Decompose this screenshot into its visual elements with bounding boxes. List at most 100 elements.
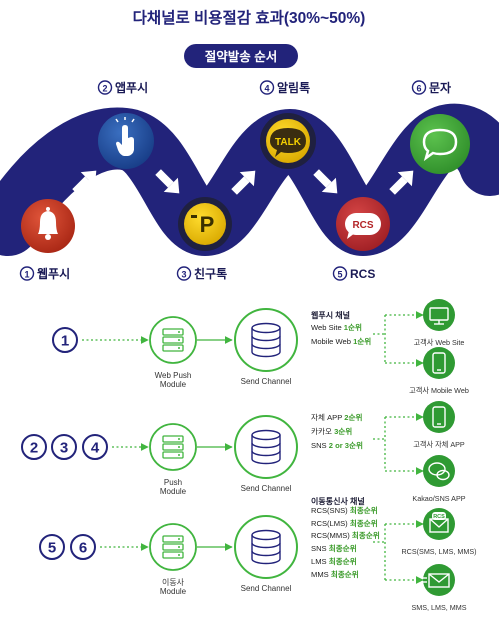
target-label: RCS(SMS, LMS, MMS): [401, 547, 476, 556]
step-4-circle: TALK: [260, 113, 316, 169]
channel-line: 자체 APP 2순위: [311, 412, 362, 422]
channel-line: RCS(SNS) 최종순위: [311, 505, 378, 515]
step-5-circle: RCS: [336, 197, 390, 251]
step-number-ring: [332, 266, 348, 281]
step-badge-number: 4: [91, 440, 100, 457]
envelope-icon: [421, 573, 450, 588]
step-label-1: 1 웹푸시: [19, 266, 70, 281]
channel-rank: 최종순위: [350, 505, 378, 515]
rcs-mini-text: RCS: [433, 514, 445, 520]
step-name: 웹푸시: [37, 266, 70, 281]
channel-line: 카카오 3순위: [311, 426, 352, 436]
channel-line: LMS 최종순위: [311, 556, 357, 566]
rcs-badge-text: RCS: [352, 220, 373, 231]
step-6-circle: [410, 114, 470, 174]
step-badge-number: 2: [30, 440, 38, 457]
channel-name: 자체 APP: [311, 412, 344, 422]
step-name: 앱푸시: [115, 81, 148, 95]
channel-line: MMS 최종순위: [311, 569, 359, 579]
step-badge: 1: [52, 327, 78, 353]
step-number: 3: [181, 270, 186, 280]
send-channel-node: Send Channel: [234, 415, 298, 493]
subtitle-pill: 절약발송 순서: [184, 44, 298, 68]
step-badge: 5: [39, 534, 65, 560]
channel-name: SNS: [311, 544, 329, 553]
step-1-circle: [21, 199, 75, 253]
channel-line: SNS 최종순위: [311, 543, 357, 553]
channel-rank: 2순위: [344, 412, 362, 422]
channel-rank: 3순위: [334, 426, 352, 436]
step-badge: 2: [21, 434, 47, 460]
step-name: 알림톡: [277, 80, 310, 95]
channel-line: Mobile Web 1순위: [311, 336, 371, 346]
step-badge: 6: [70, 534, 96, 560]
talk-bubble-icon: TALK: [270, 128, 306, 157]
target-label: Kakao/SNS APP: [412, 494, 465, 503]
step-number: 1: [24, 270, 29, 280]
rcs-envelope-icon: RCS: [429, 512, 449, 533]
database-icon: [251, 529, 281, 565]
step-badge: 4: [82, 434, 108, 460]
target-label: SMS, LMS, MMS: [411, 603, 466, 612]
friend-talk-icon: P: [191, 212, 214, 237]
channel-rank: 1순위: [353, 336, 371, 346]
channel-line: RCS(LMS) 최종순위: [311, 518, 378, 528]
step-number-ring: [259, 80, 275, 95]
step-number-ring: [97, 80, 113, 95]
smartphone-icon: [432, 406, 446, 428]
step-3-circle: P: [178, 197, 232, 251]
channel-rank: 최종순위: [329, 556, 357, 566]
step-badge-number: 3: [60, 440, 68, 457]
database-icon: [251, 429, 281, 465]
channel-name: 카카오: [311, 427, 334, 436]
step-name: 친구톡: [194, 266, 227, 281]
target-label: 고객사 Mobile Web: [409, 386, 469, 395]
arrow-4-to-5: [313, 169, 338, 194]
target-node: 고객사 자체 APP: [413, 401, 465, 449]
channel-name: Web Site: [311, 323, 344, 332]
channel-rank: 1순위: [344, 322, 362, 332]
step-label-3: 3 친구톡: [176, 266, 227, 281]
step-number: 6: [416, 84, 421, 94]
send-channel-label: Send Channel: [241, 584, 292, 593]
smartphone-icon: [432, 352, 446, 374]
step-number-ring: [176, 266, 192, 281]
tap-hand-icon: [115, 117, 135, 156]
page-title: 다채널로 비용절감 효과(30%~50%): [133, 8, 366, 27]
channel-line: Web Site 1순위: [311, 322, 362, 332]
target-label: 고객사 Web Site: [414, 338, 465, 347]
friend-talk-p: P: [200, 212, 215, 237]
module-label-line2: Module: [160, 380, 187, 389]
channel-name: RCS(MMS): [311, 531, 352, 540]
module-label-line2: Module: [160, 487, 187, 496]
channel-rank: 최종순위: [331, 569, 359, 579]
channel-rank: 최종순위: [329, 543, 357, 553]
channel-name: RCS(SNS): [311, 506, 350, 515]
step-2-circle: [98, 113, 154, 169]
step-number: 5: [337, 270, 342, 280]
channel-title: 웹푸시 채널: [311, 310, 350, 320]
channel-name: SNS: [311, 441, 329, 450]
bell-icon: [38, 207, 58, 240]
channel-line: SNS 2 or 3순위: [311, 440, 363, 450]
module-label-line1: 이동사: [162, 577, 185, 587]
send-channel-node: Send Channel: [234, 515, 298, 593]
send-channel-label: Send Channel: [241, 484, 292, 493]
channel-rank: 최종순위: [352, 530, 380, 540]
database-icon: [251, 322, 281, 358]
channel-name: LMS: [311, 557, 329, 566]
module-label-line1: Web Push: [155, 371, 192, 380]
module-label-line2: Module: [160, 587, 187, 596]
